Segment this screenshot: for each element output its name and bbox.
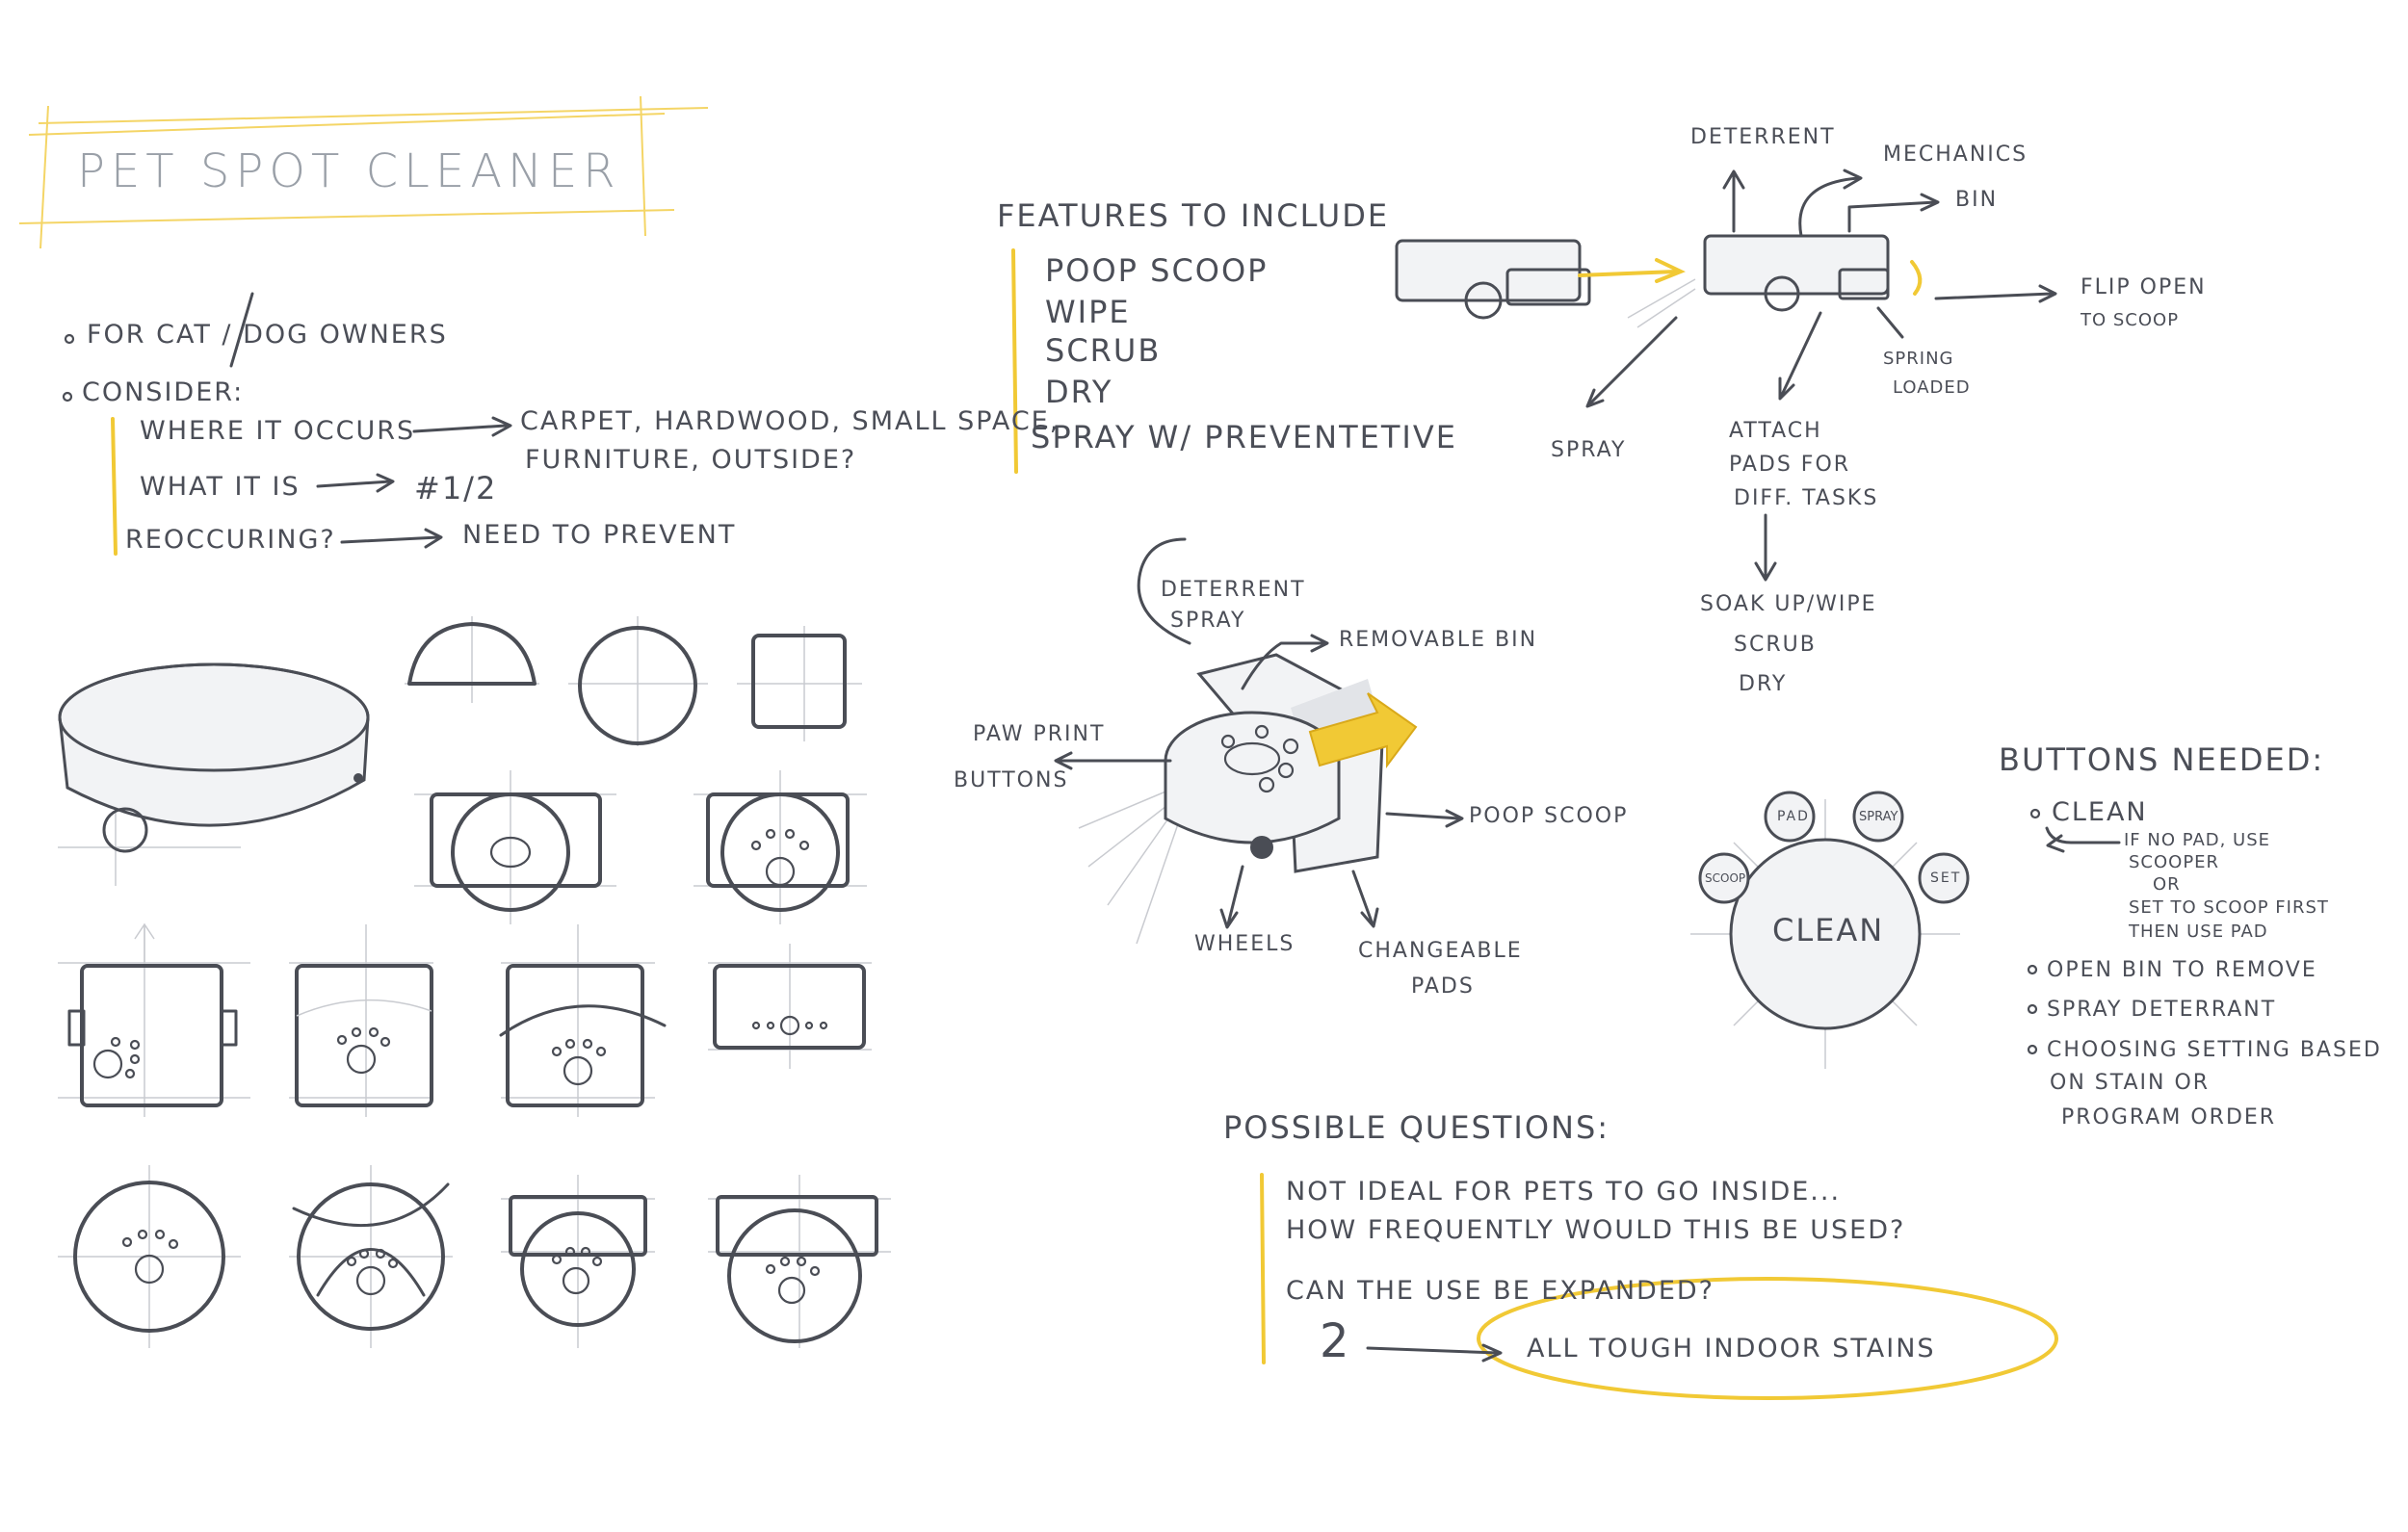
question-3: CAN THE USE BE EXPANDED? bbox=[1286, 1276, 1714, 1306]
label-deterrent: DETERRENT bbox=[1690, 125, 1836, 149]
label-attach-1: ATTACH bbox=[1729, 419, 1822, 443]
buttons-choosing-3: PROGRAM ORDER bbox=[2061, 1105, 2277, 1130]
where-label: WHERE IT OCCURS bbox=[140, 416, 416, 446]
label-removable-bin: REMOVABLE BIN bbox=[1339, 628, 1538, 652]
buttons-choosing-1: CHOOSING SETTING BASED bbox=[2047, 1038, 2382, 1062]
ortho-views-row1 bbox=[405, 616, 867, 924]
product-perspective-sketch bbox=[1054, 537, 1464, 945]
label-spring: SPRING bbox=[1883, 349, 1954, 369]
pad-button-circle bbox=[1764, 791, 1816, 843]
label-mechanics: MECHANICS bbox=[1883, 143, 2028, 167]
clean-note-4: SET TO SCOOP FIRST bbox=[2129, 897, 2329, 918]
perspective-puck-sketch bbox=[58, 662, 370, 886]
buttons-diagram bbox=[1690, 791, 2121, 1069]
clean-note-5: THEN USE PAD bbox=[2129, 922, 2268, 942]
question-1: NOT IDEAL FOR PETS TO GO INSIDE... bbox=[1286, 1177, 1842, 1207]
feature-item-scrub: SCRUB bbox=[1045, 332, 1162, 369]
label-attach-3: DIFF. TASKS bbox=[1734, 486, 1879, 510]
question-2: HOW FREQUENTLY WOULD THIS BE USED? bbox=[1286, 1215, 1906, 1245]
questions-heading: POSSIBLE QUESTIONS: bbox=[1223, 1109, 1610, 1146]
intro-consider: CONSIDER: bbox=[82, 377, 245, 407]
button-label-pad: PAD bbox=[1777, 809, 1810, 824]
reoccur-value: NEED TO PREVENT bbox=[462, 520, 737, 550]
ortho-views-row3 bbox=[58, 1165, 891, 1348]
label-buttons: BUTTONS bbox=[954, 768, 1069, 792]
where-value-2: FURNITURE, OUTSIDE? bbox=[525, 445, 857, 475]
answer-highlight-ellipse bbox=[1477, 1277, 2058, 1400]
label-deterrent-spray-1: DETERRENT bbox=[1161, 578, 1306, 602]
buttons-choosing-2: ON STAIN OR bbox=[2050, 1071, 2211, 1095]
label-loaded: LOADED bbox=[1893, 377, 1971, 398]
question-answer: ALL TOUGH INDOOR STAINS bbox=[1527, 1334, 1936, 1363]
button-label-scoop: SCOOP bbox=[1705, 871, 1746, 885]
label-flip-open: FLIP OPEN bbox=[2081, 275, 2207, 299]
button-label-spray: SPRAY bbox=[1859, 810, 1898, 824]
label-soak: SOAK UP/WIPE bbox=[1700, 592, 1877, 616]
features-heading: FEATURES TO INCLUDE bbox=[997, 197, 1390, 234]
questions-marks bbox=[1260, 1173, 2058, 1400]
label-deterrent-spray-2: SPRAY bbox=[1170, 609, 1246, 633]
label-poop-scoop: POOP SCOOP bbox=[1469, 804, 1629, 828]
label-scrub: SCRUB bbox=[1734, 633, 1817, 657]
intro-markers bbox=[62, 292, 512, 556]
what-label: WHAT IT IS bbox=[140, 472, 301, 502]
label-dry: DRY bbox=[1739, 672, 1788, 696]
reoccur-label: REOCCURING? bbox=[125, 525, 336, 555]
button-label-set: SET bbox=[1930, 870, 1962, 886]
where-value: CARPET, HARDWOOD, SMALL SPACE, bbox=[520, 406, 1060, 436]
feature-item-dry: DRY bbox=[1045, 374, 1113, 410]
scoop-button-circle bbox=[1698, 852, 1750, 904]
clean-note-3: OR bbox=[2153, 874, 2181, 895]
spray-button-circle bbox=[1852, 791, 1904, 843]
buttons-spray-deterrant: SPRAY DETERRANT bbox=[2047, 998, 2277, 1022]
buttons-open-bin: OPEN BIN TO REMOVE bbox=[2047, 958, 2317, 982]
label-bin: BIN bbox=[1955, 188, 1999, 212]
feature-item-wipe: WIPE bbox=[1045, 294, 1131, 330]
question-number: 2 bbox=[1320, 1314, 1351, 1368]
label-pads: PADS bbox=[1411, 974, 1475, 999]
feature-item-poop-scoop: POOP SCOOP bbox=[1045, 252, 1269, 289]
side-view-sketch bbox=[1395, 169, 2057, 582]
label-wheels: WHEELS bbox=[1194, 932, 1296, 956]
title-frame bbox=[18, 95, 709, 249]
intro-owners: FOR CAT / DOG OWNERS bbox=[87, 320, 448, 350]
what-value: #1/2 bbox=[414, 470, 498, 506]
buttons-heading: BUTTONS NEEDED: bbox=[1999, 741, 2325, 778]
label-attach-2: PADS FOR bbox=[1729, 453, 1851, 477]
clean-button-circle bbox=[1729, 838, 1922, 1030]
label-spray: SPRAY bbox=[1551, 438, 1627, 462]
page-title: PET SPOT CLEANER bbox=[77, 144, 621, 198]
set-button-circle bbox=[1918, 852, 1970, 904]
buttons-clean: CLEAN bbox=[2052, 797, 2148, 827]
button-label-clean: CLEAN bbox=[1772, 912, 1885, 948]
clean-note-2: SCOOPER bbox=[2129, 852, 2220, 872]
label-paw-print: PAW PRINT bbox=[973, 722, 1106, 746]
ortho-views-row2 bbox=[58, 922, 872, 1117]
features-bar bbox=[1011, 248, 1018, 474]
feature-item-spray: SPRAY W/ PREVENTETIVE bbox=[1031, 419, 1457, 455]
label-to-scoop: TO SCOOP bbox=[2081, 310, 2180, 330]
label-changeable: CHANGEABLE bbox=[1358, 939, 1523, 963]
clean-note-1: IF NO PAD, USE bbox=[2124, 830, 2271, 850]
